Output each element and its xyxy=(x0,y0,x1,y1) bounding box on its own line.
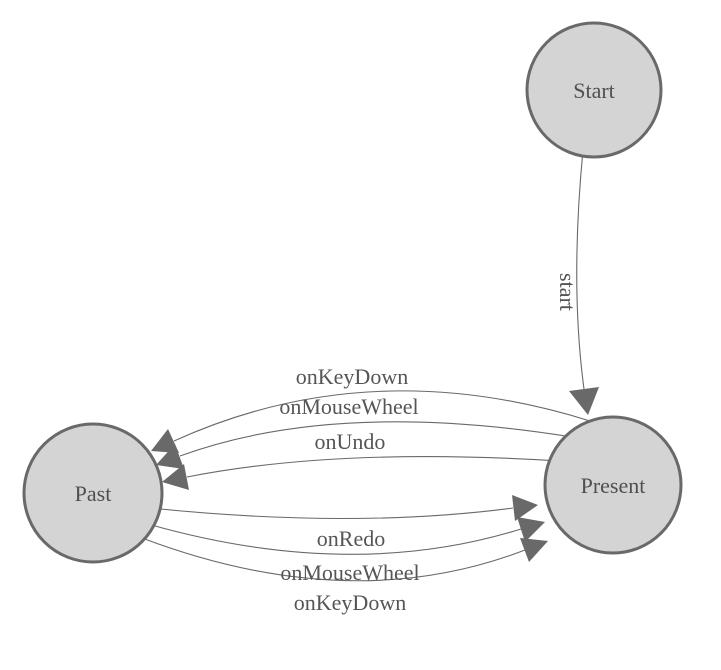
edge-start-to-present-arrowhead xyxy=(569,387,599,415)
node-past[interactable] xyxy=(22,422,164,564)
edge-past-to-present-onkeydown xyxy=(141,537,526,582)
edge-past-to-present-onmousewheel-arrowhead xyxy=(517,517,545,542)
edge-label-onmousewheel-bottom: onMouseWheel xyxy=(280,560,419,585)
edge-present-to-past-onkeydown-arrowhead xyxy=(151,429,179,453)
edge-past-to-present-onredo xyxy=(149,507,514,520)
node-start[interactable] xyxy=(525,21,663,159)
edge-present-to-past-onundo xyxy=(186,456,561,478)
edge-past-to-present-onredo-arrowhead xyxy=(512,495,538,521)
edge-label-onmousewheel-top: onMouseWheel xyxy=(279,394,418,419)
edge-present-to-past-onkeydown xyxy=(173,390,591,442)
node-present[interactable] xyxy=(543,415,683,555)
edge-label-onundo: onUndo xyxy=(315,429,386,454)
edge-label-onredo: onRedo xyxy=(317,526,385,551)
edge-past-to-present-onmousewheel xyxy=(147,523,522,555)
edge-label-onkeydown-top: onKeyDown xyxy=(296,364,408,389)
edge-present-to-past-onmousewheel-arrowhead xyxy=(156,444,184,469)
edge-present-to-past-onmousewheel xyxy=(179,421,573,457)
edge-present-to-past-onundo-arrowhead xyxy=(162,464,189,490)
edge-past-to-present-onkeydown-arrowhead xyxy=(520,538,548,562)
edge-label-start: start xyxy=(555,273,580,311)
edge-label-onkeydown-bottom: onKeyDown xyxy=(294,590,406,615)
edge-start-to-present xyxy=(576,149,585,390)
